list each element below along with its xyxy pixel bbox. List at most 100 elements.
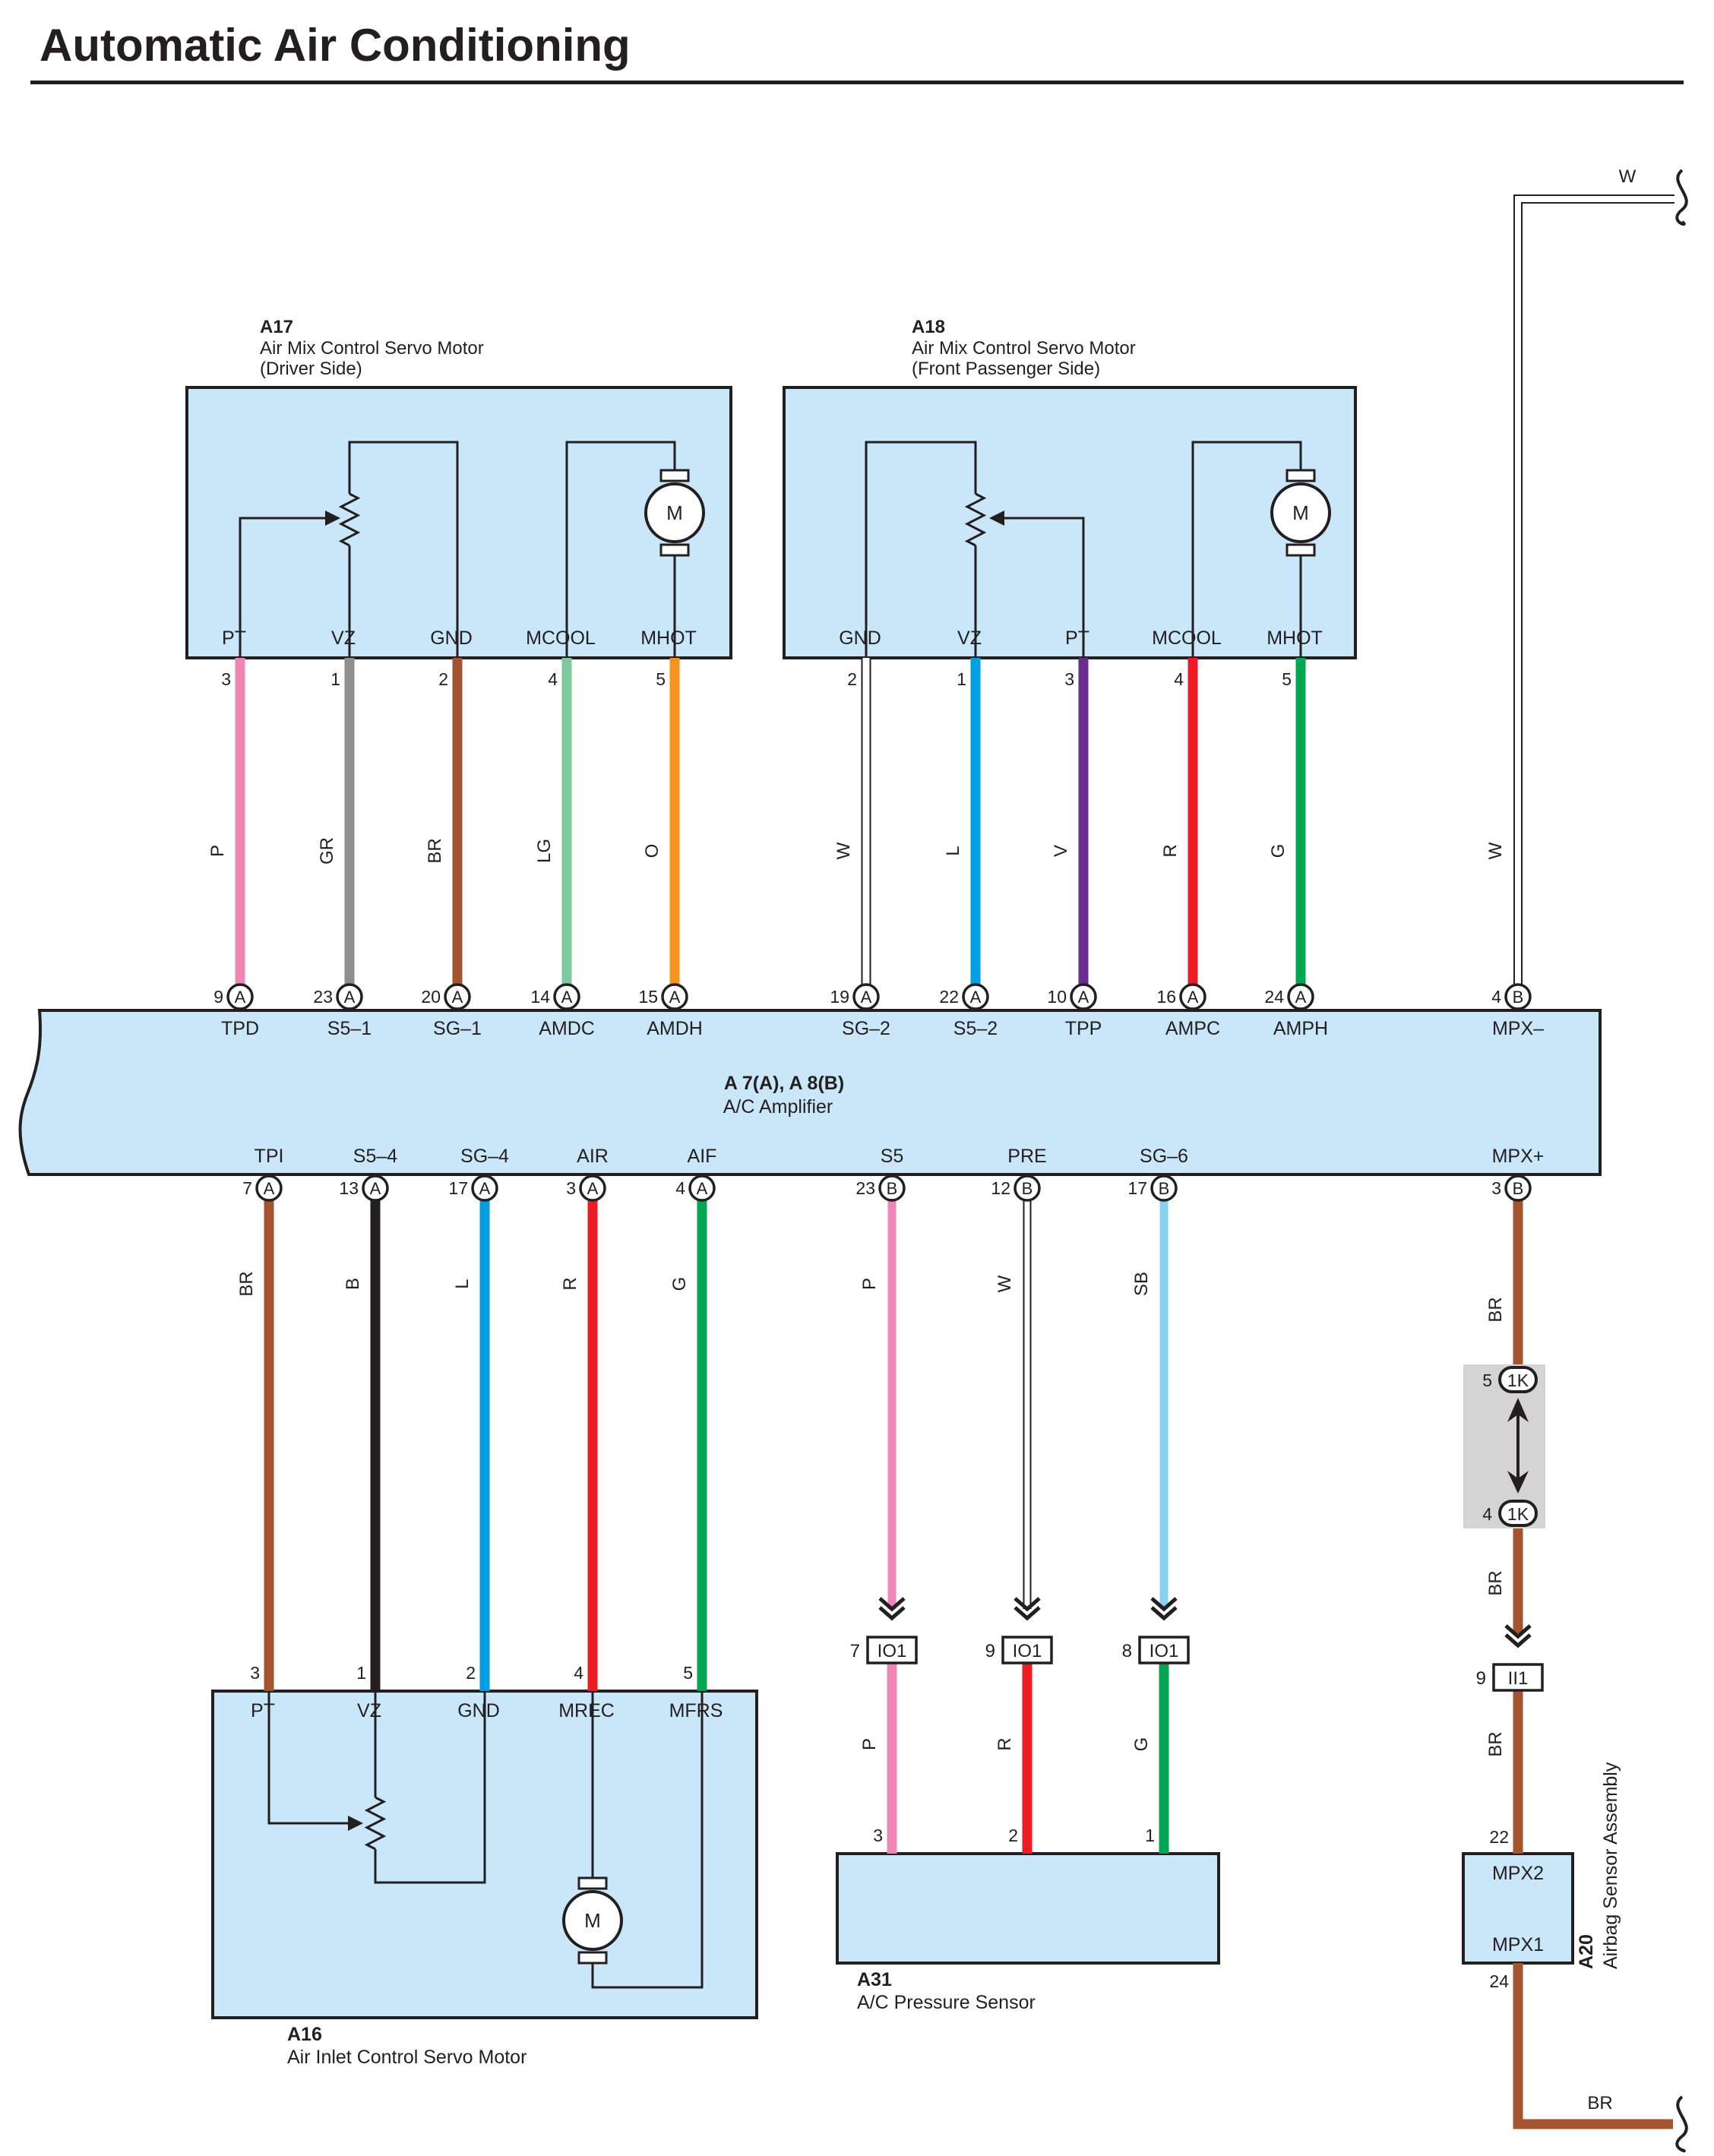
a16-4-amp-conn: A — [697, 1179, 708, 1198]
a17-3-color: LG — [534, 839, 555, 863]
a16-2-amp-conn-ring — [471, 1174, 498, 1202]
a16-1-amp-conn: A — [370, 1179, 381, 1198]
a16-3-color: R — [560, 1277, 580, 1290]
a31-0-io: IO1 — [878, 1641, 907, 1661]
a18-4-amp-pin: 24 — [1264, 987, 1284, 1007]
a16-name: Air Inlet Control Servo Motor — [287, 2047, 527, 2068]
title-underline — [30, 81, 1684, 84]
a16-1-term: VZ — [357, 1700, 381, 1721]
k-top-pin: 5 — [1482, 1370, 1492, 1390]
mpx-color-2: BR — [1485, 1570, 1506, 1595]
a31-id: A31 — [857, 1969, 892, 1990]
a16-2-pin: 2 — [466, 1663, 476, 1683]
amplifier-name: A/C Amplifier — [723, 1096, 833, 1118]
a18-motor-body — [1270, 482, 1331, 543]
a31-0-io-pin: 7 — [850, 1641, 860, 1661]
a17-0-color: P — [207, 845, 228, 857]
a17-3-amp-pin: 14 — [530, 987, 550, 1007]
mpx-minus-conn: B — [1513, 988, 1524, 1007]
a16-3-amp-conn-ring — [579, 1174, 606, 1202]
a18-id: A18 — [912, 317, 945, 337]
a16-motor-body — [562, 1890, 623, 1951]
mpx-color-3: BR — [1485, 1731, 1506, 1756]
a16-motor-symbol: M — [584, 1909, 601, 1932]
a16-4-amp-conn-ring — [688, 1174, 716, 1202]
a17-gnd-lead — [348, 441, 459, 658]
a17-2-color: BR — [425, 838, 445, 863]
a31-1-amp-conn-ring — [1014, 1174, 1041, 1202]
a18-4-pin: 5 — [1282, 669, 1292, 689]
a31-1-amp-pin: 12 — [991, 1178, 1010, 1198]
mpx-top-color: W — [1619, 166, 1637, 187]
a18-4-amp-conn: A — [1295, 988, 1307, 1007]
a18-0-amp-term: SG–2 — [842, 1018, 890, 1039]
a31-1-color: W — [995, 1275, 1015, 1292]
a18-2-amp-conn-ring — [1070, 983, 1097, 1010]
k-top-pill — [1498, 1366, 1538, 1393]
a31-0-amp-term: S5 — [881, 1146, 904, 1167]
a17-side: (Driver Side) — [260, 359, 362, 379]
a18-2-amp-conn: A — [1078, 988, 1089, 1007]
a17-3-pin: 4 — [548, 669, 558, 689]
a31-box — [836, 1852, 1220, 1965]
a16-motor-cap-top — [577, 1876, 608, 1890]
a17-4-color: O — [642, 844, 663, 858]
a17-0-term: PT — [222, 628, 246, 649]
title-block: Automatic Air Conditioning — [30, 20, 1684, 84]
a31-2-pin: 1 — [1145, 1826, 1155, 1845]
a31-2-io-pin: 8 — [1122, 1641, 1132, 1661]
k-top-label: 1K — [1507, 1370, 1529, 1390]
a18-0-pin: 2 — [847, 669, 857, 689]
a16-0-term: PT — [251, 1700, 275, 1721]
a16-2-term: GND — [457, 1700, 500, 1721]
mpx-minus-color: W — [1485, 842, 1506, 859]
a31-2-color-2: G — [1131, 1737, 1152, 1752]
a16-motor-cap-bot — [577, 1951, 608, 1965]
a16-0-pin: 3 — [250, 1663, 260, 1683]
a16-2-amp-pin: 17 — [448, 1178, 468, 1198]
a18-0-term: GND — [839, 628, 881, 649]
a17-4-amp-term: AMDH — [647, 1018, 703, 1039]
a18-1-term: VZ — [957, 628, 982, 649]
a16-3-pin: 4 — [574, 1663, 583, 1683]
a31-0-color-2: P — [859, 1738, 880, 1750]
mpx-bottom-wire — [1513, 1963, 1673, 2129]
a31-1-amp-conn: B — [1022, 1179, 1033, 1198]
a31-0-amp-pin: 23 — [855, 1178, 875, 1198]
a17-0-amp-pin: 9 — [213, 987, 223, 1007]
a17-3-term: MCOOL — [526, 628, 596, 649]
a31-0-io-box — [866, 1636, 918, 1664]
a17-4-term: MHOT — [640, 628, 697, 649]
a18-0-amp-conn-ring — [852, 983, 880, 1010]
a31-1-io-pin: 9 — [985, 1641, 995, 1661]
a18-2-pin: 3 — [1064, 669, 1074, 689]
a16-2-amp-conn: A — [479, 1179, 491, 1198]
ii-connector: II1 — [1508, 1668, 1529, 1689]
a17-pt-lead — [239, 517, 334, 658]
mpx-plus-conn: B — [1513, 1179, 1524, 1198]
a18-2-amp-pin: 10 — [1047, 987, 1067, 1007]
a17-motor-body — [644, 482, 705, 543]
a18-3-amp-conn: A — [1187, 988, 1199, 1007]
a16-3-amp-conn: A — [587, 1179, 599, 1198]
a31-2-color: SB — [1131, 1272, 1152, 1296]
a18-pt-lead — [997, 517, 1085, 658]
a31-2-io: IO1 — [1150, 1641, 1179, 1661]
a18-resistor — [964, 492, 987, 547]
k-connector-shade — [1463, 1364, 1545, 1528]
a16-2-color: L — [452, 1279, 473, 1288]
a17-4-amp-conn: A — [669, 988, 681, 1007]
a18-4-term: MHOT — [1267, 628, 1323, 649]
a17-4-amp-conn-ring — [661, 983, 688, 1010]
a16-4-amp-term: AIF — [688, 1146, 717, 1167]
a17-name: Air Mix Control Servo Motor — [260, 338, 484, 359]
a18-gnd-lead — [865, 441, 977, 658]
a31-0-pin: 3 — [873, 1826, 883, 1845]
k-bottom-label: 1K — [1507, 1504, 1529, 1524]
a17-1-amp-conn-ring — [336, 983, 363, 1010]
a16-1-amp-term: S5–4 — [353, 1146, 397, 1167]
a31-2-chevrons-1 — [1150, 1597, 1178, 1612]
a17-0-amp-conn-ring — [226, 983, 254, 1010]
a17-0-amp-term: TPD — [221, 1018, 259, 1039]
a18-1-amp-term: S5–2 — [953, 1018, 998, 1039]
